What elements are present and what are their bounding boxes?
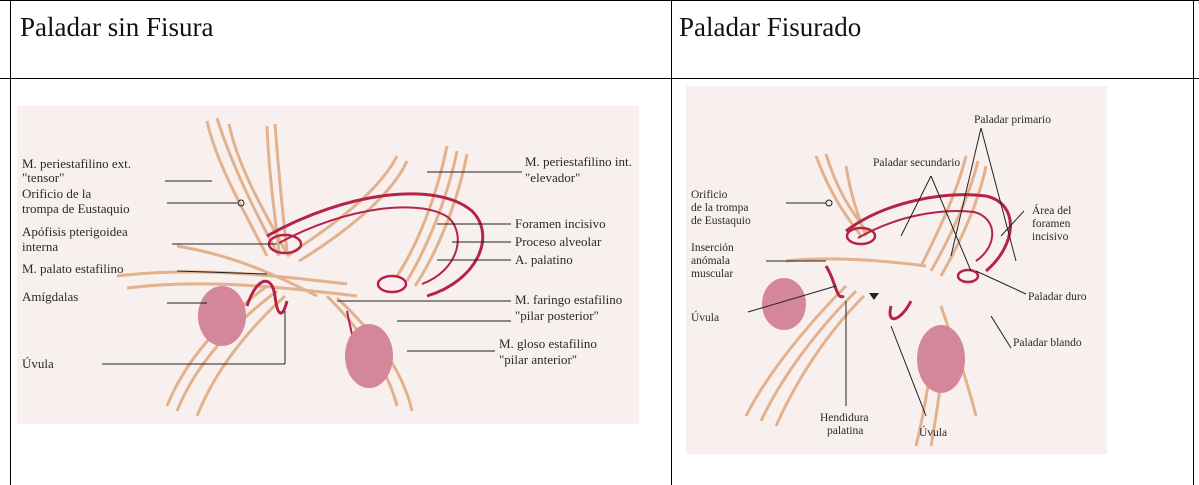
label-area-1: Área del (1032, 203, 1071, 217)
label-faringo-1: M. faringo estafilino (515, 292, 622, 307)
label-orificio-1: Orificio (691, 189, 728, 201)
label-uvula: Úvula (22, 356, 54, 371)
cleft-palate-illustration: Paladar primario Paladar secundario Orif… (686, 86, 1107, 454)
label-a-palatino: A. palatino (515, 252, 573, 267)
label-palato: M. palato estafilino (22, 261, 123, 276)
label-area-3: incisivo (1032, 231, 1069, 243)
table-top-border (0, 0, 1199, 1)
label-hendidura-2: palatina (827, 425, 863, 437)
label-duro: Paladar duro (1028, 291, 1087, 303)
normal-palate-illustration: M. periestafilino ext. "tensor" Orificio… (17, 106, 639, 424)
label-orificio-1: Orificio de la (22, 186, 92, 201)
label-tensor-1: M. periestafilino ext. (22, 156, 131, 171)
cleft-palate-diagram: Paladar primario Paladar secundario Orif… (686, 86, 1107, 454)
label-insercion-2: anómala (691, 255, 730, 267)
table-right-border (1193, 0, 1194, 485)
label-uvula-left: Úvula (691, 310, 719, 324)
label-blando: Paladar blando (1013, 337, 1082, 349)
left-tonsil (198, 286, 246, 346)
label-orificio-2: de la trompa (691, 202, 748, 214)
right-tonsil (345, 324, 393, 388)
label-orificio-3: de Eustaquio (691, 215, 751, 227)
table-column-divider (671, 0, 672, 485)
header-cleft-free-palate: Paladar sin Fisura (20, 10, 213, 44)
label-apofisis-1: Apófisis pterigoidea (22, 224, 128, 239)
table-left-border (10, 0, 11, 485)
header-cleft-palate: Paladar Fisurado (679, 10, 861, 44)
label-primario: Paladar primario (974, 114, 1051, 126)
label-gloso-2: "pilar anterior" (499, 352, 577, 367)
right-tonsil (917, 325, 965, 393)
table-header-divider (0, 78, 1199, 79)
left-tonsil (762, 278, 806, 330)
label-elevador-1: M. periestafilino int. (525, 154, 632, 169)
label-elevador-2: "elevador" (525, 170, 580, 185)
label-proceso: Proceso alveolar (515, 234, 602, 249)
label-secundario: Paladar secundario (873, 157, 960, 169)
normal-palate-diagram: M. periestafilino ext. "tensor" Orificio… (17, 106, 639, 424)
label-insercion-1: Inserción (691, 242, 734, 254)
label-insercion-3: muscular (691, 268, 733, 280)
label-uvula-bottom: Úvula (919, 425, 947, 439)
label-area-2: foramen (1032, 218, 1071, 230)
label-apofisis-2: interna (22, 239, 58, 254)
label-hendidura-1: Hendidura (820, 412, 869, 424)
label-orificio-2: trompa de Eustaquio (22, 201, 130, 216)
label-amigdalas: Amígdalas (22, 289, 78, 304)
label-foramen: Foramen incisivo (515, 216, 606, 231)
label-faringo-2: "pilar posterior" (515, 308, 599, 323)
label-tensor-2: "tensor" (22, 170, 64, 185)
label-gloso-1: M. gloso estafilino (499, 336, 597, 351)
